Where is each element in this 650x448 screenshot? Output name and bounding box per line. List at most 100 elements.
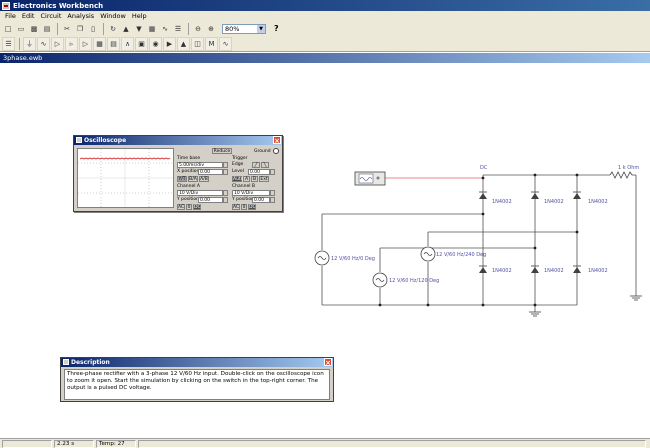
diodes-bin-icon[interactable]: ▷ — [51, 36, 64, 51]
close-icon[interactable]: × — [273, 136, 281, 145]
menu-help[interactable]: Help — [131, 12, 147, 20]
channel-b-dc-button[interactable]: DC — [248, 204, 256, 210]
mode-ab-button[interactable]: A/B — [199, 176, 209, 182]
ac-source-0deg[interactable] — [314, 250, 330, 266]
channel-a-dc-button[interactable]: DC — [193, 204, 201, 210]
edge-label: Edge — [232, 162, 244, 167]
channel-b-spinner[interactable] — [270, 190, 275, 196]
digital-ics-bin-icon[interactable]: ▤ — [107, 36, 120, 51]
models-bin-icon[interactable]: M — [205, 36, 218, 51]
description-window[interactable]: Description × Three-phase rectifier with… — [60, 357, 334, 402]
x-position-field[interactable]: 0.00 — [198, 169, 223, 175]
description-title-bar[interactable]: Description × — [61, 358, 333, 367]
trigger-ext-button[interactable]: Ext — [259, 176, 269, 182]
channel-a-zero-button[interactable]: 0 — [186, 204, 192, 210]
diode-upper-2[interactable] — [531, 193, 539, 199]
trigger-a-button[interactable]: A — [243, 176, 250, 182]
save-icon[interactable]: ▩ — [30, 24, 38, 33]
menu-analysis[interactable]: Analysis — [67, 12, 95, 20]
oscilloscope-title-bar[interactable]: Oscilloscope × — [74, 136, 282, 145]
description-text[interactable]: Three-phase rectifier with a 3-phase 12 … — [64, 369, 330, 400]
oscilloscope-instrument-icon[interactable] — [354, 171, 386, 186]
dc-label: DC — [480, 165, 488, 171]
x-position-spinner[interactable] — [223, 169, 228, 175]
channel-a-ypos-field[interactable]: 0.00 — [198, 197, 223, 203]
channel-a-spinner[interactable] — [223, 190, 228, 196]
diode-upper-3[interactable] — [573, 193, 581, 199]
flip-vertical-icon[interactable]: ▼ — [136, 24, 142, 33]
toolbar-separator — [57, 22, 58, 35]
instruments-bin-icon[interactable]: ◫ — [191, 36, 204, 51]
graph-icon[interactable]: ∿ — [162, 24, 168, 33]
ac-source-240deg[interactable] — [420, 246, 436, 262]
sources-bin-icon[interactable]: ⏚ — [23, 36, 36, 51]
analog-ics-bin-icon[interactable]: ▷ — [79, 36, 92, 51]
channel-b-zero-button[interactable]: 0 — [241, 204, 247, 210]
diode-lower-3[interactable] — [573, 267, 581, 273]
zoom-in-icon[interactable]: ⊕ — [208, 24, 214, 33]
basic-bin-icon[interactable]: ∿ — [37, 36, 50, 51]
channel-b-ypos-field[interactable]: 0.00 — [252, 197, 270, 203]
timebase-spinner[interactable] — [223, 162, 228, 168]
reduce-button[interactable]: Reduce — [212, 148, 232, 154]
favorites-bin-icon[interactable]: ☰ — [2, 36, 15, 51]
ground-symbol-right — [630, 295, 642, 301]
diode-upper-1[interactable] — [479, 193, 487, 199]
menu-file[interactable]: File — [5, 12, 16, 20]
diode-lower-2[interactable] — [531, 267, 539, 273]
channel-b-ac-button[interactable]: AC — [232, 204, 240, 210]
cut-icon[interactable]: ✂ — [64, 24, 70, 33]
channel-a-ac-button[interactable]: AC — [177, 204, 185, 210]
component-properties-icon[interactable]: ☰ — [174, 24, 182, 33]
channel-b-scale-field[interactable]: 10 V/Div — [232, 190, 270, 196]
level-label: Level — [232, 169, 244, 174]
oscilloscope-window[interactable]: Oscilloscope × Reduce Ground Time base 5… — [73, 135, 283, 212]
edge-falling-button[interactable]: ╲ — [261, 162, 269, 168]
transistors-bin-icon[interactable]: ▹ — [65, 36, 78, 51]
ac-source-120deg[interactable] — [372, 272, 388, 288]
indicators-bin-icon[interactable]: ◉ — [149, 36, 162, 51]
trigger-auto-button[interactable]: Auto — [232, 176, 244, 182]
zoom-select[interactable]: 80% ▼ — [222, 23, 266, 34]
level-field[interactable]: 0.00 — [248, 169, 270, 175]
logic-gates-bin-icon[interactable]: ∧ — [121, 36, 134, 51]
diode-label: 1N4002 — [544, 268, 564, 274]
zoom-out-icon[interactable]: ⊖ — [195, 24, 201, 33]
channel-a-scale-field[interactable]: 10 V/Div — [177, 190, 223, 196]
menu-window[interactable]: Window — [100, 12, 126, 20]
print-icon[interactable]: ▤ — [43, 24, 51, 33]
close-icon[interactable]: × — [324, 358, 332, 367]
copy-icon[interactable]: ❐ — [76, 24, 84, 33]
channel-b-ypos-spinner[interactable] — [270, 197, 275, 203]
mode-yt-button[interactable]: Y/T — [177, 176, 187, 182]
ground-terminal[interactable] — [273, 148, 279, 154]
rotate-icon[interactable]: ↻ — [110, 24, 116, 33]
digital-bin-icon[interactable]: ▣ — [135, 36, 148, 51]
misc-bin-icon[interactable]: ▲ — [177, 36, 190, 51]
open-folder-icon[interactable]: ▭ — [17, 24, 25, 33]
help-icon[interactable]: ? — [274, 24, 279, 33]
menu-edit[interactable]: Edit — [21, 12, 35, 20]
paste-icon[interactable]: ▯ — [91, 24, 95, 33]
mixed-ics-bin-icon[interactable]: ▦ — [93, 36, 106, 51]
level-spinner[interactable] — [270, 169, 275, 175]
new-file-icon[interactable]: □ — [4, 24, 12, 33]
zoom-value: 80% — [225, 24, 240, 33]
oscilloscope-bin-icon[interactable]: ∿ — [219, 36, 232, 51]
trigger-b-button[interactable]: B — [251, 176, 258, 182]
ground-symbol — [529, 311, 541, 317]
timebase-field[interactable]: 5.00ms/div — [177, 162, 223, 168]
resistor[interactable] — [609, 171, 633, 179]
junction-dots — [378, 173, 579, 307]
flip-horizontal-icon[interactable]: ▲ — [123, 24, 129, 33]
edge-rising-button[interactable]: ╱ — [252, 162, 260, 168]
menu-circuit[interactable]: Circuit — [40, 12, 62, 20]
controls-bin-icon[interactable]: ▶ — [163, 36, 176, 51]
diode-lower-1[interactable] — [479, 267, 487, 273]
chevron-down-icon[interactable]: ▼ — [257, 24, 265, 33]
channel-a-ypos-spinner[interactable] — [223, 197, 228, 203]
subcircuit-icon[interactable]: ▦ — [148, 24, 156, 33]
mode-ba-button[interactable]: B/A — [188, 176, 198, 182]
parts-bin-toolbar: ☰ ⏚ ∿ ▷ ▹ ▷ ▦ ▤ ∧ ▣ ◉ ▶ ▲ ◫ M ∿ — [0, 36, 650, 52]
